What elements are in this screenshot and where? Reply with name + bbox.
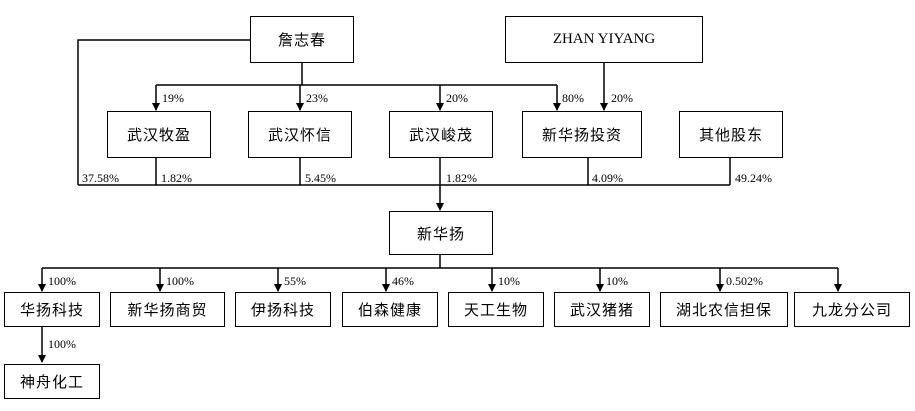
- pct-tiangong-bio: 10%: [498, 274, 520, 288]
- box-zhan-zhichun: 詹志春: [250, 16, 354, 63]
- pct-zhan-to-muying: 19%: [162, 91, 184, 105]
- box-xhy-investment: 新华扬投资: [522, 111, 642, 158]
- box-zhan-yiyang: ZHAN YIYANG: [505, 16, 703, 63]
- box-xhy-trade: 新华扬商贸: [110, 292, 225, 327]
- pct-zhan-to-investment: 80%: [562, 91, 584, 105]
- pct-zhan-to-junmao: 20%: [446, 91, 468, 105]
- pct-junmao-stake: 1.82%: [446, 171, 477, 185]
- pct-zhan-direct: 37.58%: [82, 171, 119, 185]
- box-yiyang-tech: 伊扬科技: [235, 292, 331, 327]
- box-other-holders: 其他股东: [679, 111, 783, 158]
- pct-muying-stake: 1.82%: [161, 171, 192, 185]
- pct-hubei-guarantee: 0.502%: [726, 274, 763, 288]
- pct-investment-stake: 4.09%: [592, 171, 623, 185]
- box-jiulong-branch: 九龙分公司: [794, 292, 910, 327]
- pct-xhy-trade: 100%: [166, 274, 194, 288]
- box-tiangong-bio: 天工生物: [448, 292, 544, 327]
- box-company: 新华扬: [389, 211, 493, 255]
- pct-wuhan-zhuzhu: 10%: [606, 274, 628, 288]
- box-shenzhou-chem: 神舟化工: [4, 364, 100, 399]
- box-wuhan-junmao: 武汉峻茂: [389, 111, 493, 158]
- box-wuhan-muying: 武汉牧盈: [107, 111, 211, 158]
- box-huayang-tech: 华扬科技: [4, 292, 100, 327]
- box-wuhan-zhuzhu: 武汉猪猪: [554, 292, 650, 327]
- line-zhan-direct: [77, 39, 250, 185]
- box-hubei-guarantee: 湖北农信担保: [660, 292, 788, 327]
- pct-huayang-tech: 100%: [48, 274, 76, 288]
- box-wuhan-huaixin: 武汉怀信: [248, 111, 352, 158]
- pct-huaixin-stake: 5.45%: [305, 171, 336, 185]
- box-bosen-health: 伯森健康: [342, 292, 438, 327]
- pct-zhan-to-huaixin: 23%: [306, 91, 328, 105]
- pct-bosen-health: 46%: [392, 274, 414, 288]
- pct-others-stake: 49.24%: [735, 171, 772, 185]
- pct-shenzhou-chem: 100%: [48, 337, 76, 351]
- pct-yiyang-tech: 55%: [284, 274, 306, 288]
- pct-yiyang-to-investment: 20%: [611, 91, 633, 105]
